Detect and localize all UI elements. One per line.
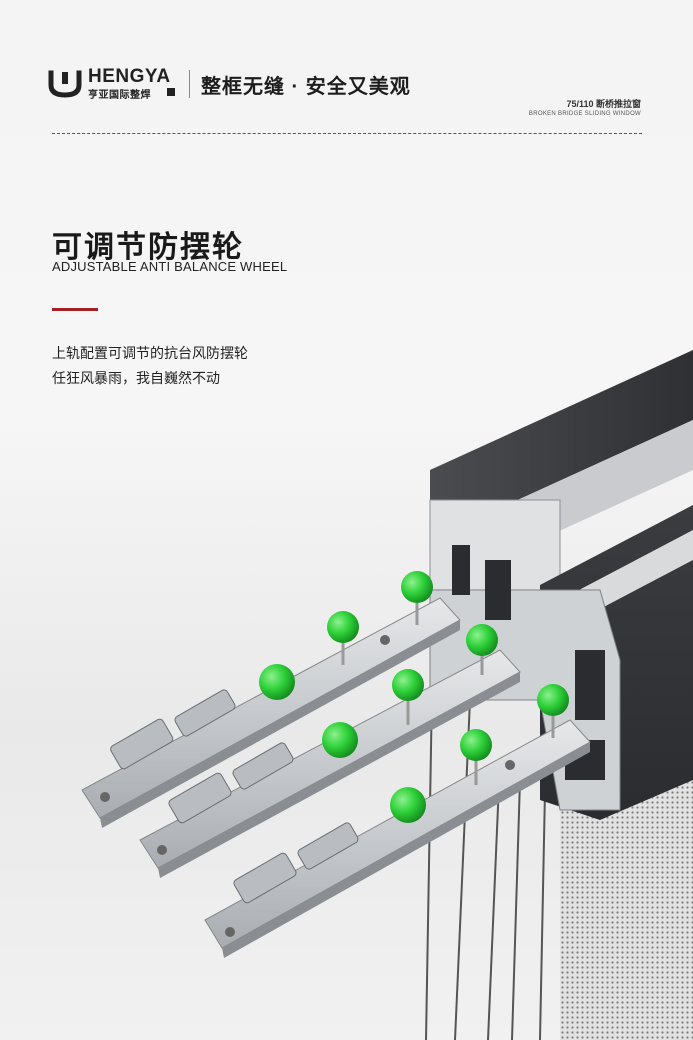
wheel-icon (392, 669, 424, 725)
feature-title: 可调节防摆轮 (52, 231, 244, 264)
wheel-plate (139, 649, 521, 878)
brand-name-en: HENGYA (88, 66, 171, 87)
wheel-icon (259, 664, 295, 700)
green-wheels (259, 571, 569, 823)
feature-description-line: 任狂风暴雨，我自巍然不动 (52, 370, 220, 386)
brand-name-cn: 亨亚国际整焊 (88, 90, 151, 101)
product-model-en: BROKEN BRIDGE SLIDING WINDOW (528, 111, 641, 117)
feature-description-line: 上轨配置可调节的抗台风防摆轮 (52, 345, 248, 361)
wheel-icon (390, 787, 426, 823)
product-model-cn: 75/110 断桥推拉窗 (566, 99, 641, 109)
header-dotted-rule (52, 133, 642, 134)
wheel-icon (460, 729, 492, 785)
wheel-icon (537, 684, 569, 738)
header-divider (189, 70, 190, 98)
accent-bar (52, 308, 98, 311)
u-shape-logo-icon (48, 70, 82, 98)
wheel-plate (81, 597, 461, 828)
product-illustration (81, 350, 693, 1040)
feature-title-en: ADJUSTABLE ANTI BALANCE WHEEL (52, 259, 288, 274)
wheel-plate (204, 719, 591, 958)
wheel-icon (327, 611, 359, 665)
wheel-icon (322, 722, 358, 758)
wheel-icon (401, 571, 433, 625)
wheel-icon (466, 624, 498, 675)
brand-square-mark (167, 88, 175, 96)
brand-slogan: 整框无缝 · 安全又美观 (201, 76, 411, 98)
